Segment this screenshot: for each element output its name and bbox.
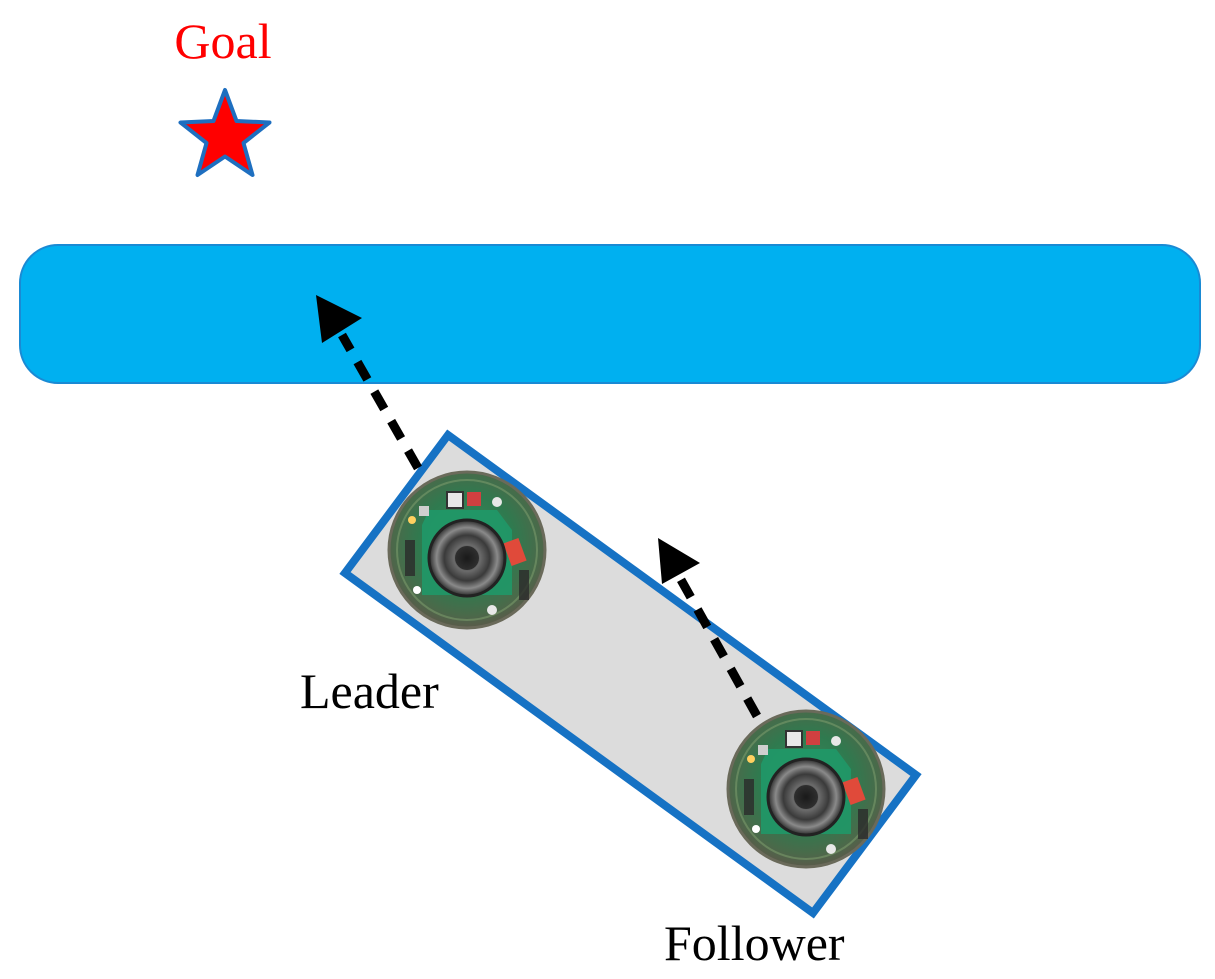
robot-icon [387,470,547,630]
follower-heading-line [676,575,761,719]
obstacle-bar [19,244,1201,384]
robot-icon [726,709,886,869]
leader-label: Leader [300,663,439,719]
star-icon [178,88,272,177]
follower-label: Follower [664,915,845,971]
leader-heading-line [338,332,422,471]
goal-label: Goal [174,13,271,69]
arrow-icon [658,538,700,584]
arrow-icon [316,295,362,343]
